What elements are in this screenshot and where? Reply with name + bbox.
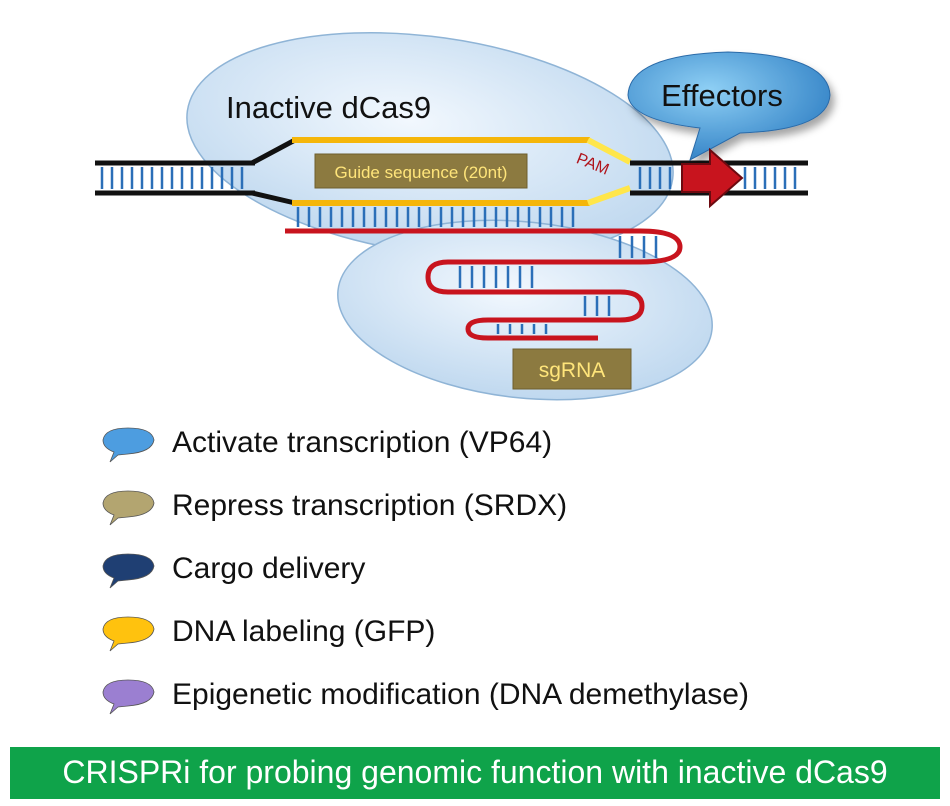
- crispr-diagram: Guide sequence (20nt) PAM sgRNA Inactive…: [95, 31, 831, 401]
- dna-strand-open-bottom: [251, 190, 296, 206]
- legend-label: Cargo delivery: [172, 552, 366, 585]
- effectors-bubble: [627, 51, 831, 162]
- legend-item-cargo: Cargo delivery: [100, 546, 920, 602]
- speech-bubble-blue-icon: [102, 427, 155, 463]
- speech-bubble-khaki-icon: [102, 490, 155, 526]
- transcription-arrow-icon: [681, 147, 744, 209]
- svg-text:sgRNA: sgRNA: [539, 359, 606, 382]
- speech-bubble-yellow-icon: [102, 616, 155, 652]
- legend-item-epigenetic: Epigenetic modification (DNA demethylase…: [100, 672, 920, 728]
- dcas9-label: Inactive dCas9: [226, 90, 431, 125]
- legend-item-activate: Activate transcription (VP64): [100, 420, 920, 476]
- sgrna-label: sgRNA: [512, 348, 632, 390]
- legend-item-repress: Repress transcription (SRDX): [100, 483, 920, 539]
- legend-label: Activate transcription (VP64): [172, 426, 553, 459]
- guide-sequence-label: Guide sequence (20nt): [314, 153, 528, 189]
- speech-bubble-purple-icon: [102, 679, 155, 715]
- speech-bubble-navy-icon: [102, 553, 155, 589]
- legend-label: Repress transcription (SRDX): [172, 489, 568, 522]
- footer-title: CRISPRi for probing genomic function wit…: [62, 754, 888, 790]
- pam-strand-bottom: [586, 185, 632, 206]
- sgrna-strand: [285, 207, 683, 341]
- footer-banner: CRISPRi for probing genomic function wit…: [10, 747, 940, 799]
- svg-text:Guide sequence (20nt): Guide sequence (20nt): [335, 163, 508, 182]
- dna-left: [95, 160, 255, 196]
- legend-label: DNA labeling (GFP): [172, 615, 436, 648]
- legend-item-labeling: DNA labeling (GFP): [100, 609, 920, 665]
- dna-strand-open-top: [250, 137, 297, 166]
- legend-label: Epigenetic modification (DNA demethylase…: [172, 678, 749, 711]
- effectors-label: Effectors: [661, 78, 783, 113]
- pam-strand-top: [586, 137, 632, 165]
